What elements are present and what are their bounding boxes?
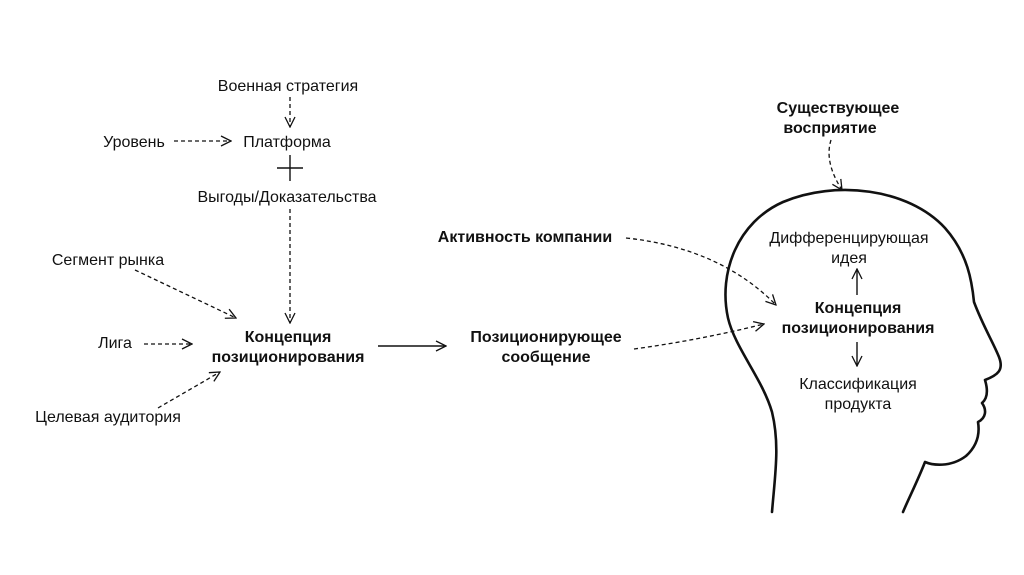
label-military-strategy: Военная стратегия (218, 78, 358, 95)
label-concept-line2: позиционирования (212, 349, 365, 366)
label-concept-line1: Концепция (245, 329, 332, 346)
label-message-line1: Позиционирующее (470, 329, 621, 346)
arrow-activity-to-head-concept (625, 237, 776, 305)
label-classif-line1: Классификация (799, 376, 917, 393)
label-head-concept-line2: позиционирования (782, 320, 935, 337)
label-market-segment: Сегмент рынка (52, 252, 164, 269)
label-diff-line1: Дифференцирующая (769, 230, 928, 247)
label-level: Уровень (103, 134, 165, 151)
label-league: Лига (98, 335, 132, 352)
label-head-concept-line1: Концепция (815, 300, 902, 317)
label-target-audience: Целевая аудитория (35, 409, 181, 426)
label-classif-line2: продукта (825, 396, 892, 413)
label-platform: Платформа (243, 134, 331, 151)
label-benefits: Выгоды/Доказательства (197, 189, 376, 206)
label-message-line2: сообщение (501, 349, 590, 366)
arrow-segment-to-concept (134, 269, 236, 318)
arrow-audience-to-concept (157, 372, 220, 409)
plus-icon (277, 155, 303, 181)
head-silhouette (724, 188, 1003, 514)
label-existing-line1: Существующее (777, 100, 900, 117)
arrow-perception-to-head (828, 139, 842, 190)
label-existing-line2: восприятие (783, 120, 876, 137)
label-company-activity: Активность компании (438, 229, 612, 246)
label-diff-line2: идея (831, 250, 867, 267)
arrow-message-to-head-concept (633, 324, 764, 350)
